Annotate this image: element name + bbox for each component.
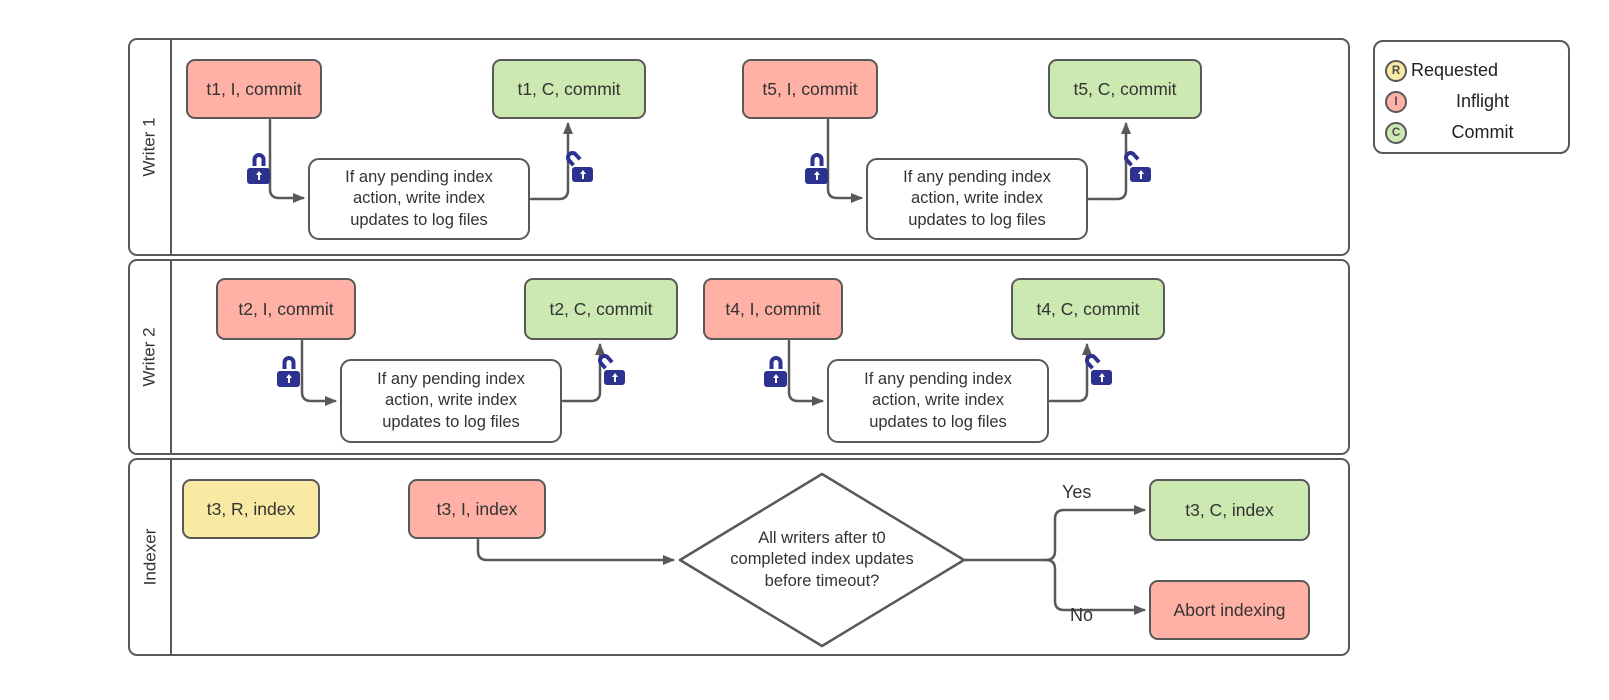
node-t3-commit-label: t3, C, index — [1185, 499, 1274, 520]
node-t3-requested-label: t3, R, index — [206, 498, 296, 519]
decision-node[interactable]: All writers after t0 completed index upd… — [712, 502, 932, 618]
legend-inflight-label: Inflight — [1455, 91, 1510, 111]
node-writer1-process-2-label: If any pending index action, write index… — [903, 168, 1051, 229]
legend-row-requested: R Requested — [1385, 55, 1558, 86]
node-t4-inflight-label: t4, I, commit — [725, 298, 821, 319]
commit-badge-icon: C — [1385, 121, 1407, 144]
node-t2-inflight-label: t2, I, commit — [238, 298, 334, 319]
node-writer1-process-2[interactable]: If any pending index action, write index… — [866, 158, 1088, 240]
lock-open-icon — [595, 351, 626, 385]
node-writer2-process-1[interactable]: If any pending index action, write index… — [340, 359, 562, 443]
node-writer2-process-2-label: If any pending index action, write index… — [864, 370, 1012, 431]
lane-indexer-header: Indexer — [130, 460, 172, 654]
node-writer1-process-1-label: If any pending index action, write index… — [345, 168, 493, 229]
node-t1-inflight-label: t1, I, commit — [206, 78, 302, 99]
lock-closed-icon — [276, 356, 301, 387]
node-abort-indexing[interactable]: Abort indexing — [1149, 580, 1310, 640]
node-t3-requested[interactable]: t3, R, index — [182, 479, 320, 539]
lane-writer1-label: Writer 1 — [140, 117, 160, 177]
lane-indexer-label: Indexer — [140, 528, 160, 586]
node-t4-inflight[interactable]: t4, I, commit — [703, 278, 843, 340]
lane-writer2-label: Writer 2 — [140, 327, 160, 387]
node-t5-inflight-label: t5, I, commit — [762, 78, 858, 99]
node-t1-commit-label: t1, C, commit — [517, 78, 621, 99]
node-abort-indexing-label: Abort indexing — [1173, 599, 1286, 620]
node-writer2-process-1-label: If any pending index action, write index… — [377, 370, 525, 431]
legend[interactable]: R Requested I Inflight C Commit — [1373, 40, 1570, 154]
inflight-badge-icon: I — [1385, 90, 1407, 113]
node-writer2-process-2[interactable]: If any pending index action, write index… — [827, 359, 1049, 443]
node-t3-commit[interactable]: t3, C, index — [1149, 479, 1310, 541]
lane-writer2-header: Writer 2 — [130, 261, 172, 453]
node-t4-commit[interactable]: t4, C, commit — [1011, 278, 1165, 340]
requested-badge-icon: R — [1385, 59, 1407, 82]
lock-closed-icon — [246, 153, 271, 184]
node-t5-commit[interactable]: t5, C, commit — [1048, 59, 1202, 119]
node-t3-inflight[interactable]: t3, I, index — [408, 479, 546, 539]
node-t5-inflight[interactable]: t5, I, commit — [742, 59, 878, 119]
lock-open-icon — [1121, 148, 1152, 182]
node-t2-commit[interactable]: t2, C, commit — [524, 278, 678, 340]
lock-closed-icon — [804, 153, 829, 184]
legend-row-commit: C Commit — [1385, 117, 1558, 148]
yes-edge-label: Yes — [1062, 482, 1092, 502]
node-t1-commit[interactable]: t1, C, commit — [492, 59, 646, 119]
lock-open-icon — [563, 148, 594, 182]
legend-commit-label: Commit — [1451, 122, 1514, 142]
lane-writer1-header: Writer 1 — [130, 40, 172, 254]
decision-node-label: All writers after t0 completed index upd… — [730, 528, 914, 590]
node-writer1-process-1[interactable]: If any pending index action, write index… — [308, 158, 530, 240]
node-t2-commit-label: t2, C, commit — [549, 298, 653, 319]
lock-closed-icon — [763, 356, 788, 387]
node-t1-inflight[interactable]: t1, I, commit — [186, 59, 322, 119]
legend-requested-label: Requested — [1411, 60, 1499, 80]
lock-open-icon — [1082, 351, 1113, 385]
node-t4-commit-label: t4, C, commit — [1036, 298, 1140, 319]
node-t2-inflight[interactable]: t2, I, commit — [216, 278, 356, 340]
no-edge-label: No — [1070, 605, 1094, 625]
node-t3-inflight-label: t3, I, index — [436, 498, 518, 519]
node-t5-commit-label: t5, C, commit — [1073, 78, 1177, 99]
legend-row-inflight: I Inflight — [1385, 86, 1558, 117]
